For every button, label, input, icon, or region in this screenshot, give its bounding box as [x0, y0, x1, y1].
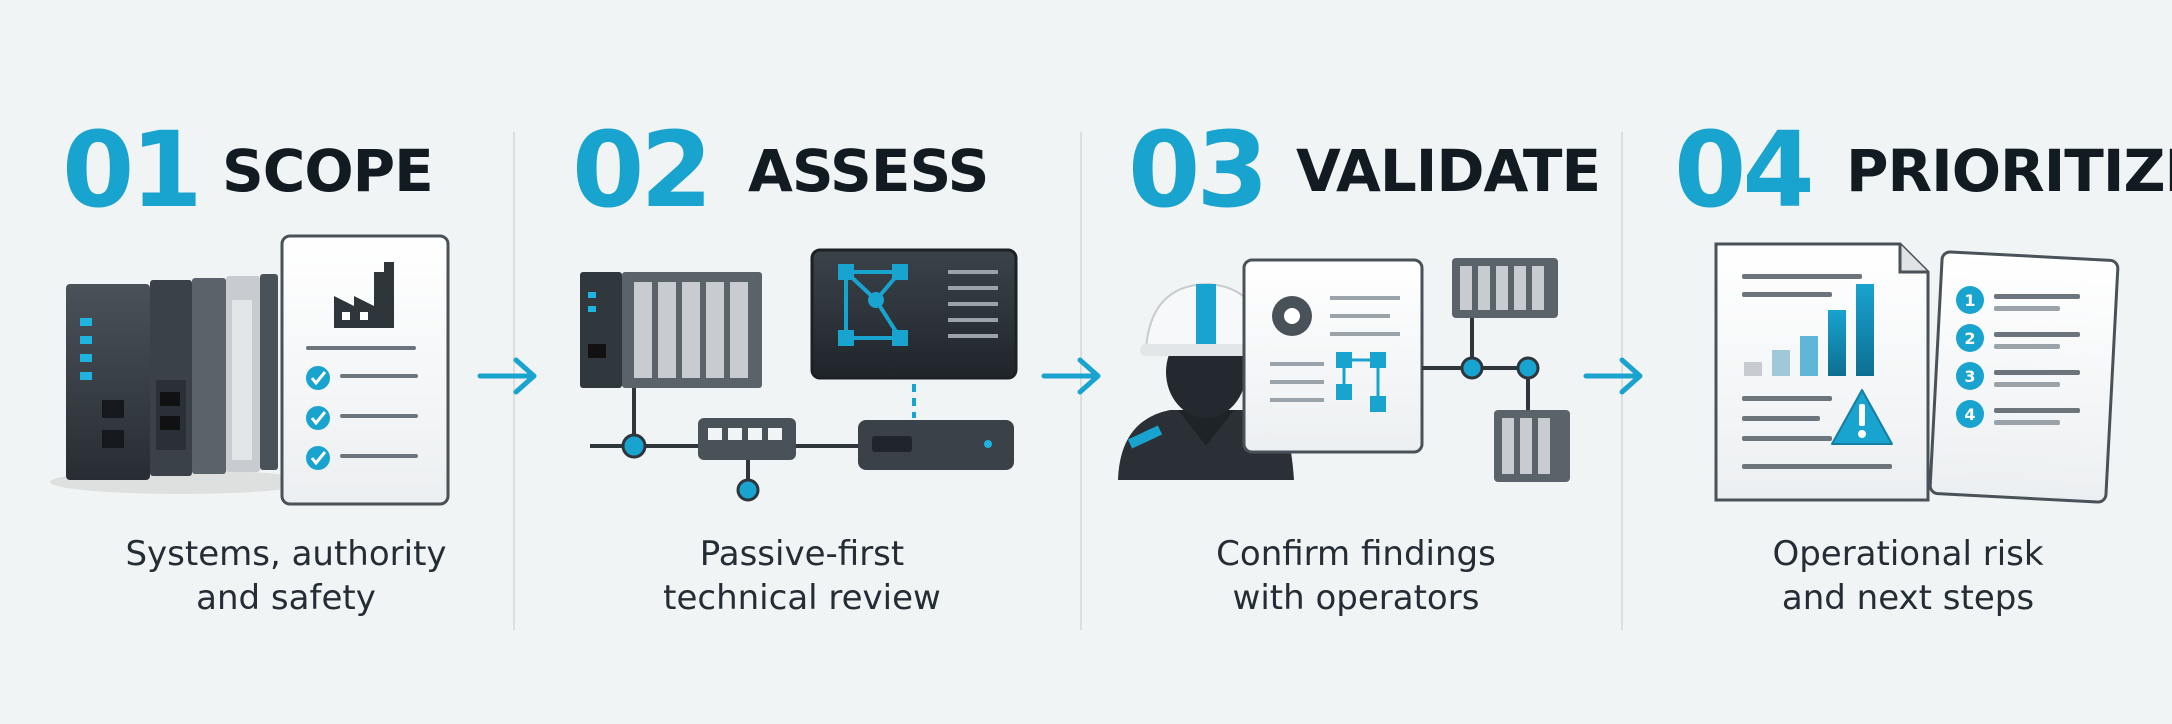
- warning-icon: [1831, 389, 1893, 445]
- list-number-badge: [1956, 286, 1984, 314]
- report-chart-icon: [1714, 242, 1930, 502]
- list-number-label: 3: [1964, 367, 1975, 386]
- numbered-list-items: 1 2 3 4: [1956, 286, 2080, 428]
- step-3-caption-line-2: with operators: [1232, 578, 1480, 618]
- validation-document-icon: [1242, 258, 1424, 454]
- step-4-number: 04: [1674, 109, 1815, 231]
- list-line: [1994, 382, 2060, 387]
- step-3-caption: Confirm findings with operators: [1176, 532, 1536, 620]
- divider-1: [513, 132, 515, 630]
- step-1-caption-line-2: and safety: [196, 578, 376, 618]
- network-switch-icon: [590, 384, 1014, 502]
- list-number-label: 1: [1964, 291, 1975, 310]
- list-line: [1994, 420, 2060, 425]
- step-1-title: SCOPE: [222, 137, 434, 205]
- step-2-caption-line-1: Passive-first: [699, 534, 905, 574]
- step-4-caption-line-1: Operational risk: [1772, 534, 2044, 574]
- list-number-badge: [1956, 324, 1984, 352]
- network-diagram-monitor-icon: [810, 248, 1018, 380]
- step-3-title: VALIDATE: [1296, 137, 1601, 205]
- divider-3: [1621, 132, 1623, 630]
- step-3-number: 03: [1128, 109, 1269, 231]
- step-1-caption-line-1: Systems, authority: [125, 534, 447, 574]
- step-4-caption-line-2: and next steps: [1781, 578, 2035, 618]
- arrow-right-icon: [477, 357, 537, 395]
- numbered-list-icon: [1928, 250, 2120, 504]
- step-1-caption: Systems, authority and safety: [106, 532, 466, 620]
- step-2-caption-line-2: technical review: [663, 578, 941, 618]
- list-number-label: 2: [1964, 329, 1975, 348]
- step-4-caption: Operational risk and next steps: [1728, 532, 2088, 620]
- list-line: [1994, 344, 2060, 349]
- list-line: [1994, 408, 2080, 413]
- factory-document-icon: [280, 234, 450, 506]
- list-line: [1994, 294, 2080, 299]
- divider-2: [1080, 132, 1082, 630]
- arrow-right-icon: [1583, 357, 1643, 395]
- list-number-badge: [1956, 400, 1984, 428]
- plc-rack-icon: [1422, 258, 1570, 482]
- step-2-title: ASSESS: [748, 137, 989, 205]
- step-2-caption: Passive-first technical review: [622, 532, 982, 620]
- list-line: [1994, 370, 2080, 375]
- list-line: [1994, 306, 2060, 311]
- plc-rack-icon: [580, 272, 762, 388]
- step-4-title: PRIORITIZE: [1846, 137, 2172, 205]
- list-number-label: 4: [1964, 405, 1975, 424]
- plc-rack-icon: [50, 274, 310, 494]
- step-2-number: 02: [572, 109, 713, 231]
- list-number-badge: [1956, 362, 1984, 390]
- step-3-caption-line-1: Confirm findings: [1216, 534, 1496, 574]
- arrow-right-icon: [1041, 357, 1101, 395]
- step-1-number: 01: [62, 109, 203, 231]
- list-line: [1994, 332, 2080, 337]
